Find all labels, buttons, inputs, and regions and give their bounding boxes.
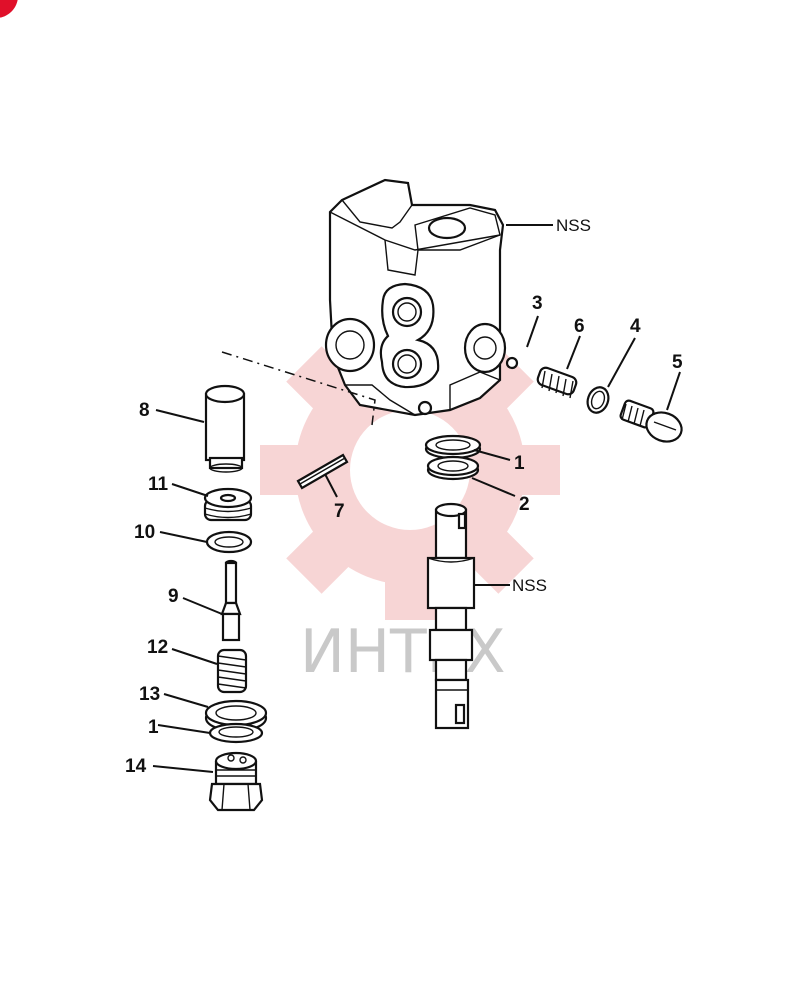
label-5: 5 [672,352,683,373]
leader-6 [566,335,581,370]
label-9: 9 [168,586,179,607]
corner-badge [0,0,18,18]
label-13: 13 [139,684,160,705]
watermark-text: ИНТЕХ [300,617,506,687]
ring-part-1-left [208,722,264,744]
label-1-left: 1 [148,717,159,738]
leader-13 [163,693,209,708]
oring-part-10 [205,530,253,554]
label-6: 6 [574,316,585,337]
label-3: 3 [532,293,543,314]
leader-3 [526,315,539,348]
label-8: 8 [139,400,150,421]
cylinder-part-8 [204,384,246,473]
ring-part-2 [426,455,480,481]
plug-part-5 [619,399,683,443]
oring-part-4 [586,386,610,414]
leader-8 [155,409,205,423]
leader-5 [666,371,681,411]
leader-10 [159,531,208,543]
assembly-line [221,351,376,426]
oring-part-10-inner [214,536,244,548]
label-12: 12 [147,637,168,658]
leader-12 [171,648,218,665]
label-2: 2 [519,494,530,515]
valve-body [324,178,507,417]
poppet-part-9 [220,559,242,642]
label-1-right: 1 [514,453,525,474]
label-11: 11 [148,474,169,495]
label-10: 10 [134,522,155,543]
leader-2 [471,477,516,497]
seat-part-11 [203,487,253,522]
label-4: 4 [630,316,641,337]
leader-11 [171,483,209,497]
ring-part-1-right [424,434,482,460]
label-7: 7 [334,501,345,522]
leader-4 [607,337,636,388]
leader-7 [324,473,338,498]
leader-14 [152,765,214,773]
ring-part-13 [204,699,268,733]
spring-part-12 [216,648,248,694]
label-14: 14 [125,756,147,777]
pin-part-7 [296,453,349,490]
leader-1-left [157,724,211,734]
leader-9 [182,597,223,615]
plug-part-14 [208,751,264,812]
leader-1-right [473,449,511,461]
spring-part-6 [536,366,578,399]
spool-nss [426,502,476,730]
oring-part-4-inner [590,390,606,410]
label-nss-spool: NSS [512,576,547,595]
ball-part-3 [505,356,519,370]
label-nss-body: NSS [556,216,591,235]
